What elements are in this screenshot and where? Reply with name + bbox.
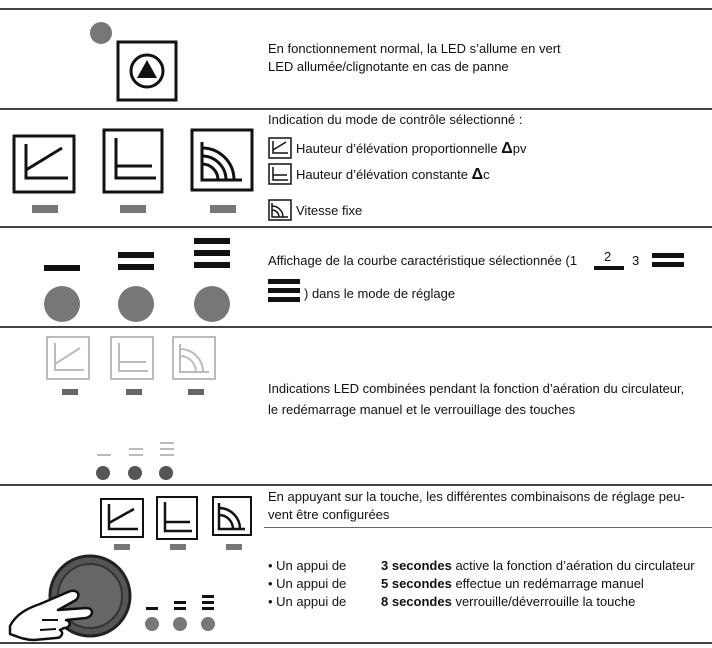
curve-led <box>201 617 215 631</box>
curve-indicator-2 <box>174 607 186 610</box>
proportional-pressure-icon <box>12 134 76 194</box>
curve-symbol-2 <box>594 266 624 270</box>
divider <box>0 484 712 486</box>
divider <box>0 326 712 328</box>
curve-indicator-1 <box>44 265 80 271</box>
row4-line1: Indications LED combinées pendant la fon… <box>268 381 685 396</box>
curve-symbol-3 <box>268 288 300 293</box>
curve-indicator-2 <box>174 601 186 604</box>
curve-indicator-1 <box>146 607 158 610</box>
curve-indicator-2 <box>129 454 143 456</box>
curve-indicator-2 <box>118 252 154 258</box>
curve-indicator-3 <box>160 442 174 444</box>
fixed-speed-icon <box>268 199 292 221</box>
mode-led <box>226 544 242 550</box>
row4-line2: le redémarrage manuel et le verrouillage… <box>268 402 576 417</box>
mode1-label-text: Hauteur d’élévation proportionnelle <box>296 141 498 156</box>
proportional-pressure-icon <box>268 137 292 159</box>
press-item-action: effectue un redémarrage manuel <box>451 576 644 591</box>
curve-led <box>173 617 187 631</box>
curve-indicator-3 <box>194 238 230 244</box>
mode-led <box>62 389 78 395</box>
curve-indicator-2 <box>129 448 143 450</box>
row5-intro2: vent être configurées <box>268 507 390 522</box>
curve-indicator-3 <box>202 595 214 598</box>
press-item-duration: 8 secondes <box>381 594 452 609</box>
constant-pressure-icon <box>110 336 154 380</box>
row3-num2: 2 <box>604 249 612 264</box>
press-item-action: verrouille/déverrouille la touche <box>451 594 636 609</box>
row5-intro1: En appuyant sur la touche, les différent… <box>268 489 685 504</box>
divider <box>0 108 712 110</box>
curve-indicator-3 <box>194 250 230 256</box>
fixed-speed-icon <box>172 336 216 380</box>
press-item-duration: 5 secondes <box>381 576 452 591</box>
press-item-duration: 3 secondes <box>381 558 452 573</box>
mode2-sub: c <box>483 167 490 182</box>
divider <box>0 226 712 228</box>
curve-led <box>96 466 110 480</box>
curve-indicator-2 <box>118 264 154 270</box>
press-item-detail: 8 secondes verrouille/déverrouille la to… <box>381 593 635 611</box>
mode-led <box>126 389 142 395</box>
curve-led <box>159 466 173 480</box>
mode1-label: Hauteur d’élévation proportionnelle Δpv <box>296 140 527 158</box>
curve-symbol-3 <box>652 253 684 258</box>
status-led <box>90 22 112 44</box>
row3-text-part2: ) dans le mode de réglage <box>304 286 456 301</box>
curve-indicator-3 <box>202 607 214 610</box>
curve-indicator-3 <box>202 601 214 604</box>
press-item-prefix: • Un appui de <box>268 558 347 573</box>
delta-p-symbol: Δ <box>501 140 513 157</box>
row3-text-part1: Affichage de la courbe caractéristique s… <box>268 253 578 268</box>
press-item-prefix: • Un appui de <box>268 594 347 609</box>
press-item-action: active la fonction d’aération du circula… <box>451 558 695 573</box>
mode-led <box>114 544 130 550</box>
curve-indicator-3 <box>194 262 230 268</box>
mode-led <box>210 205 236 213</box>
curve-indicator-1 <box>97 454 111 456</box>
mode-led <box>170 544 186 550</box>
curve-indicator-3 <box>160 454 174 456</box>
fixed-speed-icon <box>212 496 252 536</box>
curve-led <box>145 617 159 631</box>
divider <box>0 642 712 644</box>
mode2-label-text: Hauteur d’élévation constante <box>296 167 469 182</box>
curve-led <box>194 286 230 322</box>
row3-num3: 3 <box>632 253 640 268</box>
constant-pressure-icon <box>102 128 164 194</box>
press-item-detail: 5 secondes effectue un redémarrage manue… <box>381 575 644 593</box>
proportional-pressure-icon <box>100 498 144 538</box>
curve-led <box>118 286 154 322</box>
curve-indicator-3 <box>160 448 174 450</box>
row1-line2: LED allumée/clignotante en cas de panne <box>268 59 509 74</box>
divider <box>0 8 712 10</box>
row1-line1: En fonctionnement normal, la LED s’allum… <box>268 41 561 56</box>
hand-press-icon <box>6 574 106 644</box>
mode-led <box>188 389 204 395</box>
constant-pressure-icon <box>156 496 198 540</box>
curve-symbol-3 <box>652 262 684 267</box>
curve-symbol-3 <box>268 297 300 302</box>
row2-title: Indication du mode de contrôle sélection… <box>268 112 523 127</box>
press-item-prefix: • Un appui de <box>268 576 347 591</box>
mode2-label: Hauteur d’élévation constante Δc <box>296 166 490 184</box>
press-item-detail: 3 secondes active la fonction d’aération… <box>381 557 695 575</box>
proportional-pressure-icon <box>46 336 90 380</box>
mode3-label: Vitesse fixe <box>296 203 363 218</box>
delta-p-symbol: Δ <box>471 166 484 183</box>
mode1-sub: pv <box>512 141 527 156</box>
constant-pressure-icon <box>268 163 292 185</box>
curve-led <box>128 466 142 480</box>
curve-led <box>44 286 80 322</box>
curve-symbol-3 <box>268 279 300 284</box>
mode-led <box>120 205 146 213</box>
fixed-speed-icon <box>190 128 254 192</box>
divider <box>264 527 712 528</box>
mode-led <box>32 205 58 213</box>
power-button-icon <box>116 40 178 102</box>
